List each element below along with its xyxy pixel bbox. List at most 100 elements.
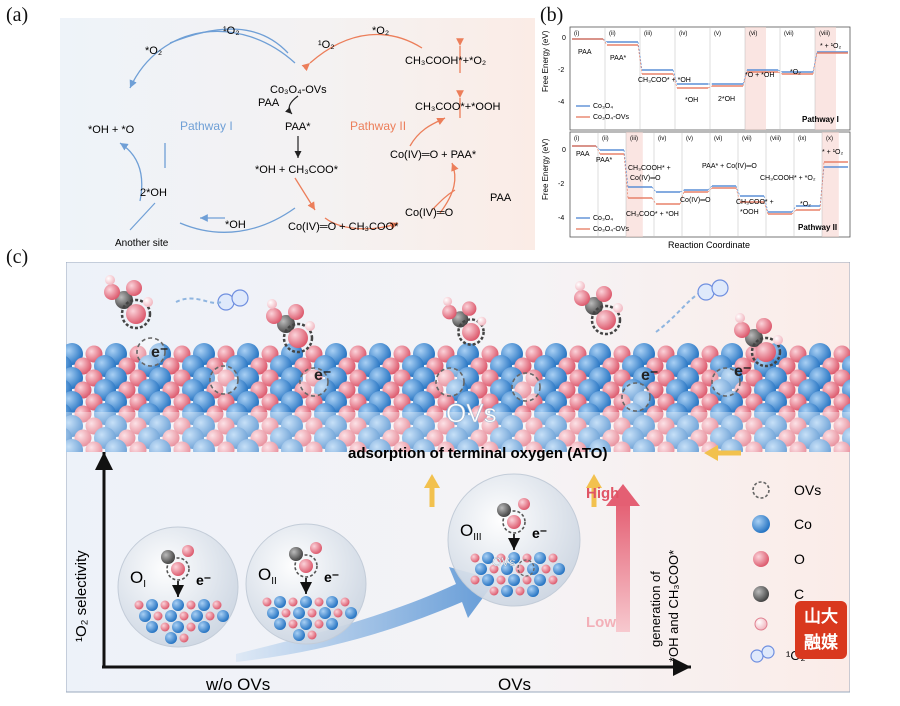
- co-atom: [300, 618, 312, 630]
- co-atom: [217, 610, 229, 622]
- molecule-h: [105, 275, 115, 285]
- o-atom: [489, 564, 499, 574]
- o-atom: [179, 633, 189, 643]
- panel-b-tag: (b): [540, 4, 564, 26]
- molecule-o: [574, 290, 590, 306]
- co-atom: [589, 439, 611, 452]
- release-path-1: [175, 297, 222, 305]
- electron-label: e⁻: [532, 525, 547, 541]
- top-connector: [637, 44, 643, 75]
- pathway1-label: Pathway I: [180, 119, 233, 133]
- top-connector: [637, 41, 643, 71]
- top-ytick-0: 0: [562, 35, 566, 42]
- sphere-vacancy: [517, 559, 535, 577]
- adsorbate-o: [518, 498, 530, 510]
- co-atom: [267, 607, 279, 619]
- another-site-link: [129, 202, 156, 231]
- electron-label: e⁻: [734, 363, 751, 380]
- co-atom: [482, 574, 494, 586]
- o-atom: [496, 575, 506, 585]
- co-atom: [198, 599, 210, 611]
- vacancy-ring: [435, 367, 465, 397]
- o-atom: [481, 441, 499, 452]
- node-paa-left: PAA: [258, 97, 280, 109]
- bot-connector: [735, 185, 741, 197]
- bot-connector: [735, 187, 741, 203]
- bot-step-label: (v): [686, 136, 693, 142]
- bottom-ytick-2: -4: [558, 215, 564, 222]
- top-legend-co3o4: Co₃O₄: [593, 103, 613, 110]
- top-y-title: Free Energy (eV): [541, 30, 550, 92]
- co-atom: [508, 574, 520, 586]
- vacancy-ring: [209, 365, 239, 395]
- node-another-site: Another site: [115, 238, 169, 249]
- x-title: Reaction Coordinate: [668, 240, 750, 250]
- top-label-7: * + ¹O₂: [820, 43, 841, 50]
- co-atom: [105, 439, 127, 452]
- molecule-h: [305, 321, 315, 331]
- o-atom: [288, 597, 298, 607]
- gen-axis-1: generation of: [648, 571, 663, 647]
- co-atom: [482, 552, 494, 564]
- o-atom: [314, 619, 324, 629]
- adsorbate-c: [497, 503, 511, 517]
- node-o2-right: *O₂: [372, 25, 389, 37]
- o-atom: [179, 611, 189, 621]
- top-step-label: (viii): [819, 31, 830, 37]
- o-atom: [333, 608, 343, 618]
- co-atom: [501, 585, 513, 597]
- bot-step-label: (vii): [742, 136, 752, 142]
- co-atom: [633, 439, 655, 452]
- yellow-up-arrow-1-head: [424, 474, 440, 488]
- adsorbate-ring: [502, 510, 526, 534]
- co-atom: [293, 607, 305, 619]
- node-ch3coo-ooh: CH₃COO*+*OOH: [415, 101, 501, 113]
- singlet-o2-b: [711, 279, 729, 297]
- molecule-h: [477, 316, 487, 326]
- node-paa-right: PAA: [490, 192, 512, 204]
- bot-label-10: *OOH: [740, 209, 759, 216]
- co-atom: [198, 621, 210, 633]
- molecule-h: [143, 297, 153, 307]
- top-connector: [707, 85, 713, 89]
- bot-connector: [679, 189, 685, 193]
- co-atom: [457, 439, 479, 452]
- co-atom: [281, 439, 303, 452]
- co-atom: [413, 439, 435, 452]
- x-label-left: w/o OVs: [205, 675, 270, 694]
- molecule-c: [745, 329, 763, 347]
- molecule-o: [756, 318, 772, 334]
- bottom-legend-co3o4: Co₃O₄: [593, 215, 613, 222]
- ato-arrow-head: [704, 445, 718, 461]
- top-ytick-2: -4: [558, 99, 564, 106]
- vacancy-ring: [621, 382, 651, 412]
- panel-a-background: [60, 18, 535, 250]
- black-arrow-paa: [285, 95, 299, 115]
- node-oh-bottom: *OH: [225, 219, 246, 231]
- top-legend-ovs: Co₃O₄-OVs: [593, 114, 630, 121]
- bot-connector: [595, 145, 601, 155]
- sphere-ovs-label: OVs: [492, 555, 515, 569]
- co-atom: [721, 439, 743, 452]
- o-atom: [217, 441, 235, 452]
- red-arrow-3: [409, 117, 446, 147]
- co-atom: [274, 596, 286, 608]
- molecule-ring: [750, 336, 782, 368]
- co-atom: [534, 574, 546, 586]
- molecule-ring: [457, 318, 485, 346]
- molecule-o: [596, 286, 612, 302]
- bot-label-3: Co(IV)═O: [630, 175, 661, 182]
- bottom-ytick-1: -2: [558, 181, 564, 188]
- o-atom: [305, 441, 323, 452]
- molecule-o: [266, 308, 282, 324]
- adsorbate-o: [299, 559, 313, 573]
- bot-label-0: PAA: [576, 151, 590, 158]
- bottom-pathway-label: Pathway II: [798, 223, 837, 232]
- o-atom: [470, 553, 480, 563]
- bot-connector: [763, 201, 769, 215]
- o-atom: [745, 441, 763, 452]
- bot-band: [822, 132, 839, 237]
- o-atom: [288, 619, 298, 629]
- red-arc-top: [301, 33, 423, 72]
- top-ytick-1: -2: [558, 67, 564, 74]
